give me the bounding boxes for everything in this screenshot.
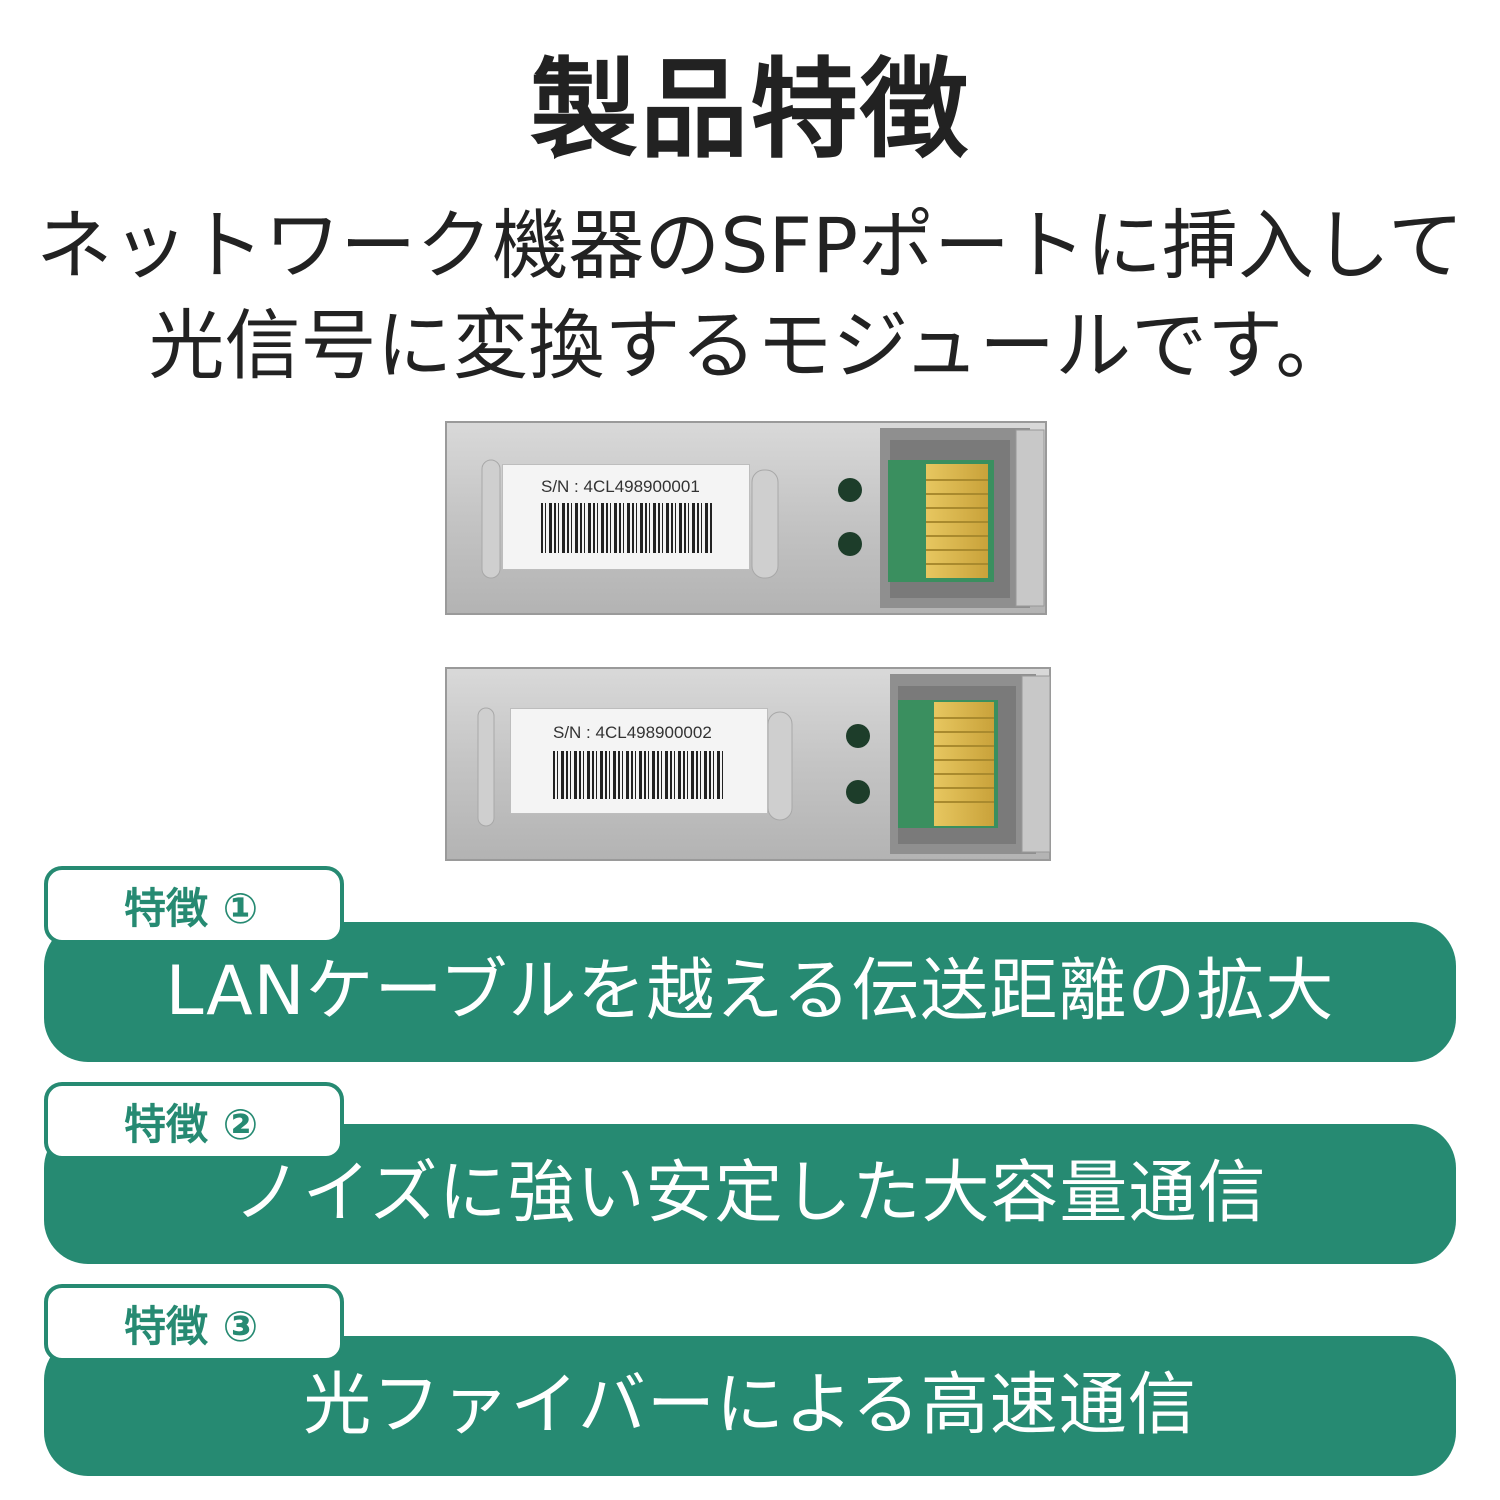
serial-number-1: S/N : 4CL498900001 [541, 477, 700, 496]
sfp-module-2 [445, 667, 1051, 861]
feature-3-tab: 特徴 ③ [44, 1284, 344, 1362]
feature-3: 特徴 ③ 光ファイバーによる高速通信 [44, 1284, 1456, 1476]
subtitle-line-2: 光信号に変換するモジュールです。 [148, 301, 1352, 390]
page-title: 製品特徴 [529, 48, 970, 173]
feature-1-tab-label: 特徴 ① [124, 883, 259, 933]
feature-2: 特徴 ② ノイズに強い安定した大容量通信 [44, 1082, 1456, 1264]
feature-1-bar: LANケーブルを越える伝送距離の拡大 [44, 922, 1456, 1062]
barcode-1 [541, 503, 713, 553]
feature-2-tab: 特徴 ② [44, 1082, 344, 1160]
sfp-module-1 [445, 421, 1047, 615]
feature-1: 特徴 ① LANケーブルを越える伝送距離の拡大 [44, 866, 1456, 1062]
feature-1-text: LANケーブルを越える伝送距離の拡大 [165, 952, 1335, 1031]
serial-label-1: S/N : 4CL498900001 [502, 464, 750, 570]
feature-2-text: ノイズに強い安定した大容量通信 [233, 1154, 1267, 1233]
feature-3-tab-label: 特徴 ③ [124, 1301, 259, 1351]
feature-3-text: 光ファイバーによる高速通信 [303, 1366, 1197, 1445]
feature-2-tab-label: 特徴 ② [124, 1099, 259, 1149]
feature-1-tab: 特徴 ① [44, 866, 344, 944]
serial-number-2: S/N : 4CL498900002 [553, 723, 712, 742]
barcode-2 [553, 751, 723, 799]
subtitle-line-1: ネットワーク機器のSFPポートに挿入して [36, 201, 1464, 290]
serial-label-2: S/N : 4CL498900002 [510, 708, 768, 814]
